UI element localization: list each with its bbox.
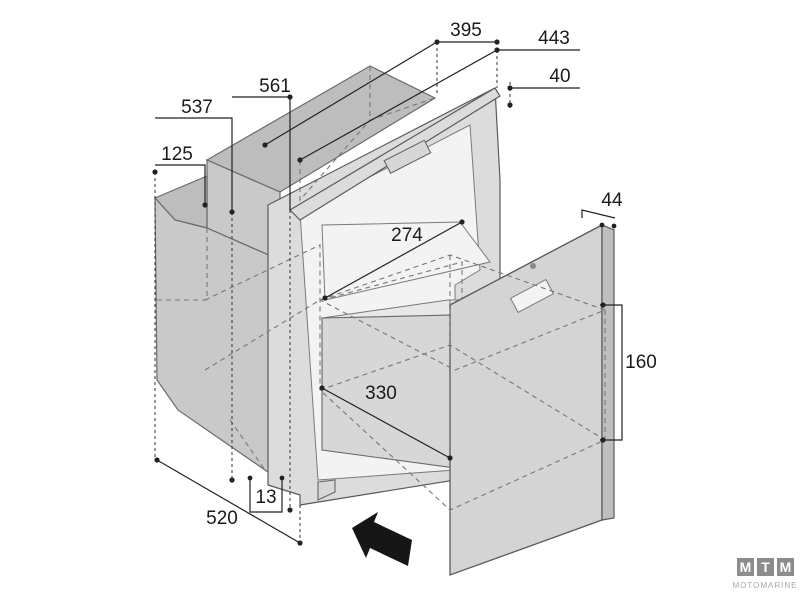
logo-wordmark: MOTOMARINE [733, 581, 798, 590]
dim-label-160: 160 [625, 352, 657, 373]
frame-top-lip [289, 87, 501, 221]
dim-line-13 [249, 478, 283, 513]
hidden-frame-inner [204, 244, 321, 390]
dim-label-40: 40 [549, 66, 570, 87]
dim-label-561: 561 [259, 76, 291, 97]
dim-dot-395a [262, 142, 268, 148]
frame-vent-slot [383, 139, 432, 174]
dim-dot-274a [322, 295, 328, 301]
hidden-body-bottom [229, 419, 266, 471]
dim-dot-443b [494, 47, 500, 53]
dim-line-537 [155, 117, 233, 212]
dim-line-274 [324, 221, 463, 299]
logo-letter-2: T [761, 559, 770, 575]
dim-dot-160b [600, 437, 606, 443]
hidden-drawer-top-rect [319, 254, 607, 371]
dim-label-125: 125 [161, 144, 193, 165]
dim-dot-40b [507, 102, 513, 108]
dim-dot-395c [494, 39, 500, 45]
dim-dot-274b [459, 219, 465, 225]
dim-dot-537a [229, 209, 235, 215]
dim-label-520: 520 [206, 508, 238, 529]
dim-label-330: 330 [365, 383, 397, 404]
dim-dot-330b [447, 455, 453, 461]
dim-dot-561a [287, 94, 293, 100]
dim-dot-125b [202, 202, 208, 208]
dim-dot-44b [611, 223, 617, 229]
dim-dot-13b [279, 475, 285, 481]
logo-letter-1: M [740, 559, 752, 575]
logo-box-1 [737, 558, 754, 576]
dim-line-125 [155, 164, 206, 205]
logo-box-2 [757, 558, 774, 576]
dim-dot-160a [600, 302, 606, 308]
frame-foot [317, 479, 336, 501]
dim-label-274: 274 [391, 225, 423, 246]
logo-letter-3: M [780, 559, 792, 575]
dim-dot-395b [434, 39, 440, 45]
dim-dot-13a [247, 475, 253, 481]
dim-label-395: 395 [450, 20, 482, 41]
dim-dot-330a [319, 385, 325, 391]
hidden-body-back-left [299, 119, 371, 202]
dim-dot-537b [229, 477, 235, 483]
door-latch-dot [530, 263, 536, 269]
dim-dot-40a [507, 85, 513, 91]
dim-line-520 [156, 459, 301, 544]
dim-dot-561b [287, 507, 293, 513]
dim-line-160 [600, 304, 623, 441]
drawer-bin-back [321, 221, 491, 301]
dim-dot-520a [154, 457, 160, 463]
dim-dot-443a [297, 157, 303, 163]
dim-label-443: 443 [538, 28, 570, 49]
hidden-step-edge [157, 228, 208, 301]
dim-dot-125a [152, 169, 158, 175]
logo-box-3 [777, 558, 794, 576]
dim-line-44 [581, 209, 616, 219]
hidden-body-diagonal [204, 299, 321, 371]
door-side-edge [601, 224, 615, 521]
dim-line-330 [321, 387, 451, 459]
dim-label-13: 13 [255, 487, 276, 508]
dim-dot-44a [599, 222, 605, 228]
dim-label-537: 537 [181, 97, 213, 118]
insert-direction-arrow [352, 512, 412, 566]
dim-label-44: 44 [601, 190, 623, 211]
motomarine-watermark-logo: M T M MOTOMARINE [733, 558, 798, 590]
